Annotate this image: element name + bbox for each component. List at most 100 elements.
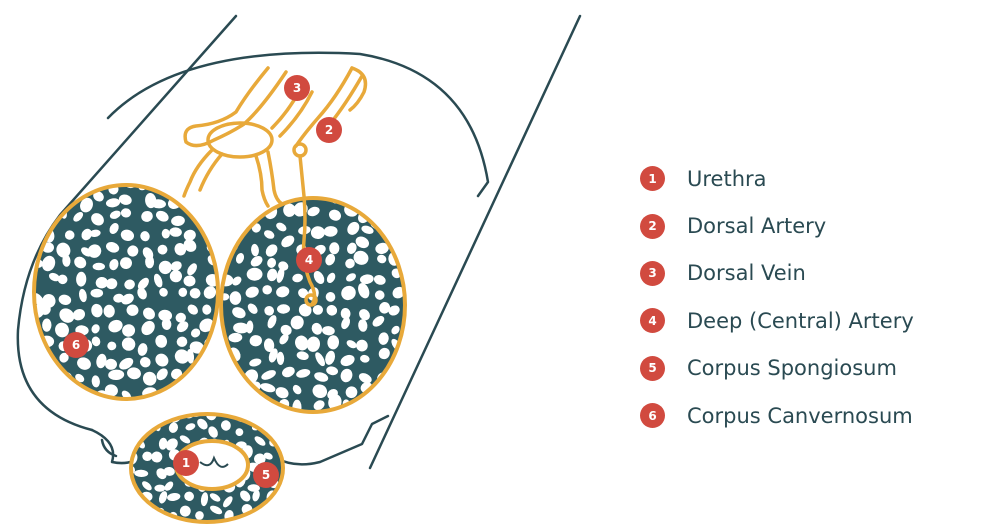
left-branch-vessel: [184, 150, 222, 196]
tissue-cell: [269, 421, 278, 431]
tissue-cell: [41, 206, 56, 222]
tissue-cell: [377, 401, 386, 410]
tissue-cell: [230, 202, 246, 218]
tissue-cell: [213, 378, 226, 394]
legend-badge: 4: [640, 308, 665, 333]
tissue-cell: [252, 206, 263, 215]
legend-badge: 6: [640, 403, 665, 428]
shaft-end-face: [108, 53, 488, 196]
tissue-cell: [188, 382, 202, 396]
tissue-cell: [150, 408, 161, 422]
tissue-cell: [201, 357, 215, 373]
corpus-spongiosum: [122, 403, 283, 523]
center-branch-vessel: [256, 152, 282, 206]
legend-badge: 2: [640, 214, 665, 239]
tissue-cell: [135, 507, 152, 523]
svg-text:2: 2: [325, 123, 333, 137]
legend-item-corpus-cavernosum: 6 Corpus Canvernosum: [640, 392, 985, 439]
legend-item-urethra: 1 Urethra: [640, 155, 985, 202]
tissue-cell: [124, 495, 138, 510]
tissue-cell: [173, 392, 184, 404]
tissue-cell: [230, 291, 242, 305]
svg-text:4: 4: [305, 253, 313, 267]
tissue-cell: [386, 190, 400, 204]
tissue-cell: [154, 485, 165, 492]
tissue-cell: [213, 332, 223, 345]
shaft-outer-right-line: [370, 16, 580, 468]
tissue-cell: [219, 365, 234, 378]
legend-item-deep-artery: 4 Deep (Central) Artery: [640, 297, 985, 344]
marker-2: 2: [316, 117, 342, 143]
tissue-cell: [198, 369, 215, 385]
legend-label: Urethra: [687, 167, 767, 191]
tissue-cell: [362, 194, 372, 206]
tissue-cell: [30, 359, 41, 372]
tissue-cell: [212, 190, 222, 201]
tissue-cell: [28, 207, 41, 219]
corpus-cavernosum-right: [208, 185, 409, 416]
tissue-cell: [196, 192, 215, 210]
tissue-cell: [229, 395, 245, 410]
legend-label: Dorsal Artery: [687, 214, 826, 238]
spongy-tissue-left: [24, 171, 224, 406]
tissue-cell: [32, 192, 45, 206]
marker-1: 1: [173, 450, 199, 476]
tissue-cell: [40, 373, 50, 386]
marker-4: 4: [296, 247, 322, 273]
tissue-cell: [93, 263, 105, 271]
corpus-cavernosum-left: [24, 171, 224, 406]
dorsal-artery-lumen: [294, 144, 306, 156]
svg-text:3: 3: [293, 81, 301, 95]
tissue-cell: [218, 210, 231, 224]
tissue-cell: [213, 219, 228, 232]
tissue-cell: [44, 381, 59, 396]
marker-6: 6: [63, 332, 89, 358]
svg-text:6: 6: [72, 338, 80, 352]
tissue-cell: [25, 219, 42, 238]
tissue-cell: [186, 199, 198, 209]
tissue-cell: [247, 268, 263, 281]
tissue-cell: [257, 400, 271, 413]
legend-label: Deep (Central) Artery: [687, 309, 914, 333]
tissue-cell: [46, 193, 61, 208]
legend-item-dorsal-artery: 2 Dorsal Artery: [640, 202, 985, 249]
tissue-cell: [204, 208, 224, 226]
legend-label: Corpus Canvernosum: [687, 404, 913, 428]
legend-label: Dorsal Vein: [687, 261, 806, 285]
tissue-cell: [392, 206, 408, 223]
legend-item-dorsal-vein: 3 Dorsal Vein: [640, 250, 985, 297]
tissue-cell: [373, 189, 389, 207]
tissue-cell: [60, 181, 68, 195]
svg-text:5: 5: [262, 468, 270, 482]
tissue-cell: [91, 289, 104, 298]
tissue-cell: [253, 406, 260, 415]
tissue-cell: [125, 412, 137, 424]
tissue-cell: [142, 408, 152, 420]
tissue-cell: [26, 243, 35, 259]
tissue-cell: [230, 193, 241, 207]
legend-badge: 1: [640, 166, 665, 191]
legend: 1 Urethra 2 Dorsal Artery 3 Dorsal Vein …: [640, 155, 985, 439]
tissue-cell: [270, 411, 280, 420]
tissue-cell: [202, 384, 220, 397]
tissue-cell: [60, 383, 76, 396]
legend-badge: 5: [640, 356, 665, 381]
tissue-cell: [389, 226, 400, 240]
tissue-cell: [43, 172, 58, 190]
legend-item-corpus-spongiosum: 5 Corpus Spongiosum: [640, 345, 985, 392]
tissue-cell: [127, 506, 137, 515]
tissue-cell: [378, 209, 393, 224]
tissue-cell: [247, 396, 263, 412]
tissue-cell: [269, 507, 281, 517]
tissue-cell: [210, 395, 224, 411]
tissue-cell: [355, 405, 370, 415]
tissue-cell: [234, 386, 249, 401]
svg-text:1: 1: [182, 456, 190, 470]
tissue-cell: [393, 366, 408, 383]
marker-3: 3: [284, 75, 310, 101]
tissue-cell: [29, 180, 40, 191]
tissue-cell: [26, 338, 41, 354]
legend-badge: 3: [640, 261, 665, 286]
legend-label: Corpus Spongiosum: [687, 356, 897, 380]
marker-5: 5: [253, 462, 279, 488]
